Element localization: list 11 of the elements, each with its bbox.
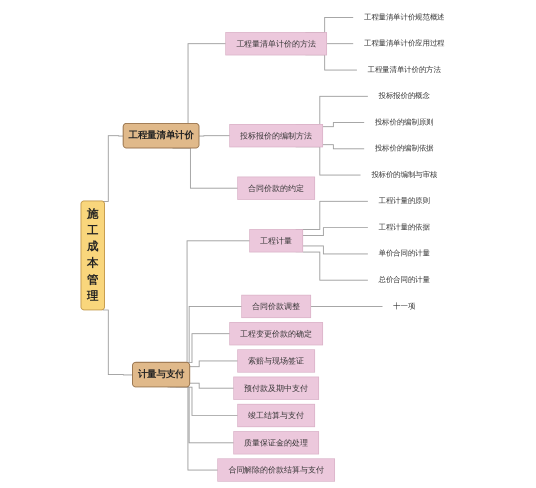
connector: [198, 135, 230, 136]
connector: [310, 306, 383, 307]
connector: [102, 135, 124, 202]
connector: [302, 227, 368, 236]
connector: [322, 122, 365, 128]
connector: [190, 382, 234, 389]
connector: [302, 245, 368, 254]
connector: [326, 43, 354, 44]
connector: [322, 144, 365, 150]
connector: [102, 310, 134, 376]
connector: [190, 360, 238, 368]
